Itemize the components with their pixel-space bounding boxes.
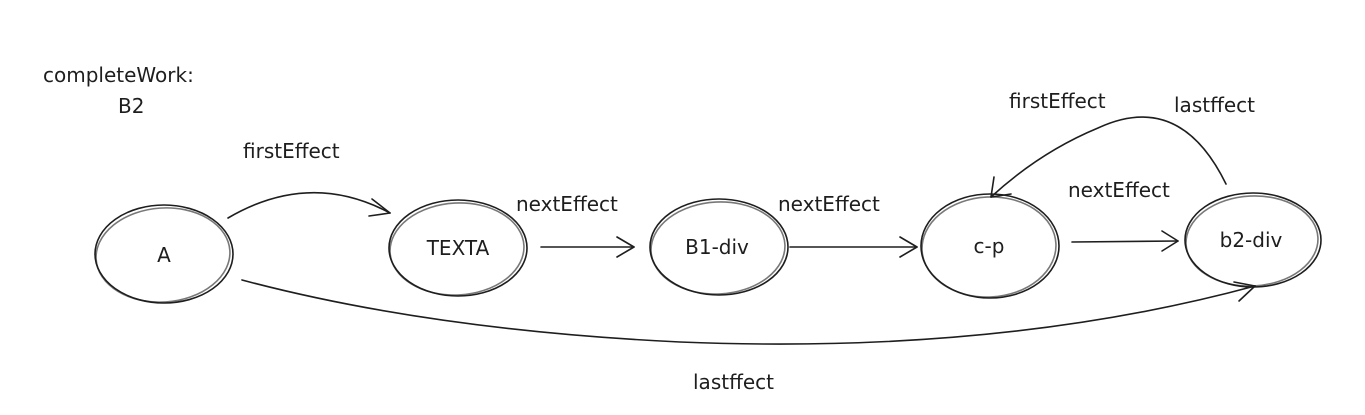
- node-c-p-shape-overdraw: [921, 196, 1057, 298]
- edge-cp-to-b2: nextEffect: [1068, 178, 1179, 252]
- edge-texta-to-b1: nextEffect: [516, 192, 635, 258]
- node-a-shape-overdraw: [95, 207, 231, 303]
- node-b2-div: b2-div: [1184, 192, 1322, 288]
- node-c-p-label: c-p: [974, 234, 1005, 258]
- node-c-p: c-p: [920, 193, 1060, 299]
- edge-a-to-texta: firstEffect: [227, 139, 391, 219]
- node-b1-div-shape-overdraw: [650, 201, 786, 295]
- node-a: A: [94, 204, 234, 304]
- edge-texta-to-b1-label: nextEffect: [516, 192, 618, 216]
- edge-a-to-texta-label: firstEffect: [243, 139, 340, 163]
- edge-cp-to-b2-label: nextEffect: [1068, 178, 1170, 202]
- node-texta-label: TEXTA: [426, 236, 490, 260]
- edge-cp-to-b2-line: [1071, 240, 1179, 243]
- node-b2-div-label: b2-div: [1220, 228, 1283, 252]
- node-b1-div-shape: [649, 198, 789, 296]
- edge-a-to-texta-arrowhead: [368, 198, 391, 217]
- node-texta-shape: [388, 199, 528, 297]
- edge-b1-to-cp-label: nextEffect: [778, 192, 880, 216]
- note-line-2: B2: [118, 94, 144, 118]
- edge-b2-to-cp: firstEffect lastffect: [990, 89, 1255, 198]
- edge-b1-to-cp-arrowhead: [899, 236, 918, 258]
- note-line-1: completeWork:: [43, 63, 194, 87]
- node-c-p-shape: [920, 193, 1060, 299]
- edge-b2-to-cp-label-first: firstEffect: [1009, 89, 1106, 113]
- edge-cp-to-b2-arrowhead: [1161, 230, 1179, 252]
- edge-b2-to-cp-label-last: lastffect: [1174, 93, 1255, 117]
- node-b1-div: B1-div: [649, 198, 789, 296]
- edge-a-to-b2: lastffect: [241, 279, 1256, 394]
- edge-b1-to-cp: nextEffect: [778, 192, 918, 258]
- edge-a-to-b2-line: [241, 279, 1256, 345]
- node-b1-div-label: B1-div: [685, 235, 749, 259]
- edge-texta-to-b1-arrowhead: [616, 236, 635, 258]
- node-texta: TEXTA: [388, 199, 528, 297]
- node-a-label: A: [157, 243, 171, 267]
- node-texta-shape-overdraw: [389, 202, 525, 296]
- node-a-shape: [94, 204, 234, 304]
- edge-a-to-b2-label: lastffect: [693, 370, 774, 394]
- edge-a-to-texta-line: [227, 191, 391, 219]
- edge-a-to-b2-arrowhead: [1233, 281, 1256, 302]
- edge-b2-to-cp-arrowhead: [990, 176, 1012, 198]
- edge-b2-to-cp-line: [990, 116, 1227, 198]
